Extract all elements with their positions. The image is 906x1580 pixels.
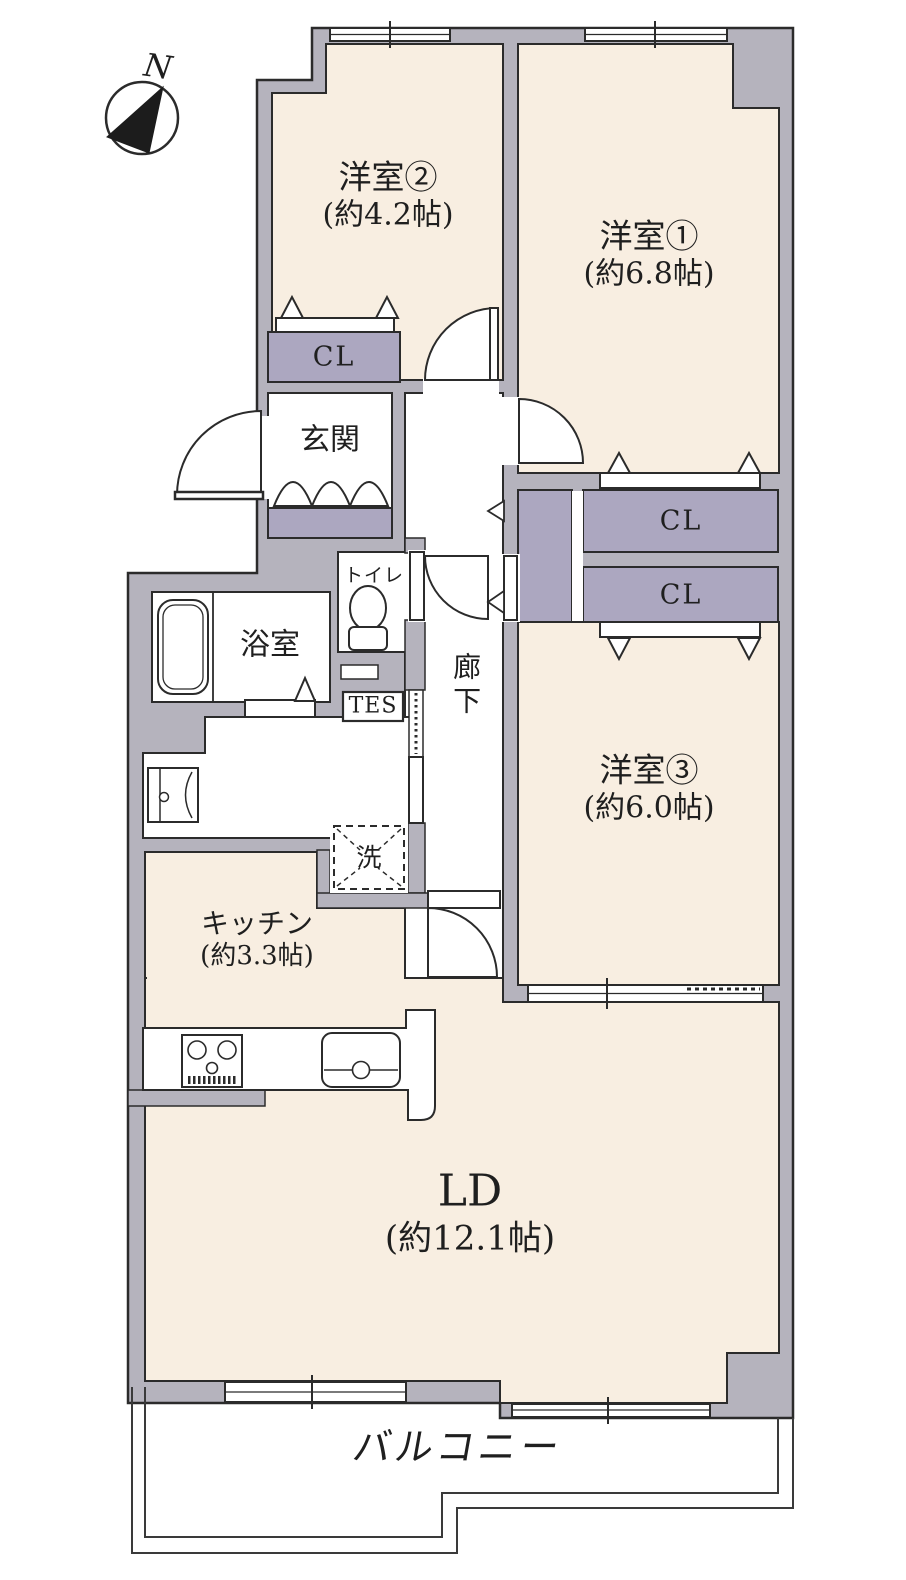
compass-north-label: N: [141, 45, 175, 88]
room3-door-leaf: [503, 555, 518, 621]
laundry-box: [330, 822, 408, 893]
window-ld-left: [224, 1375, 407, 1409]
room2-label: 洋室②(約4.2帖): [322, 157, 454, 233]
closet-side-block: [517, 489, 573, 623]
toilet-door-leaf: [409, 551, 425, 621]
room2-door-leaf: [489, 307, 499, 381]
sliding-door-room3-ld: [527, 978, 764, 1009]
bathroom-door-triangle: [293, 675, 317, 702]
toilet-niche: [340, 664, 379, 680]
sink-icon: [321, 1032, 401, 1088]
stove-icon: [181, 1034, 243, 1088]
laundry-label: 洗: [356, 842, 382, 872]
hallway-label: 廊下: [449, 652, 483, 720]
toilet-icon: [348, 585, 388, 651]
room2-door-arc: [423, 306, 498, 381]
water-heater-box: [341, 690, 405, 723]
opening-marker-2: [486, 589, 505, 615]
front-door-arc: [175, 409, 262, 496]
room1-door-arc: [518, 397, 585, 464]
toilet-door-arc: [423, 555, 489, 621]
bathtub-icon: [157, 599, 209, 695]
closet-room3-label: CL: [659, 579, 703, 611]
wall-patches: [127, 537, 429, 1107]
washroom-sliding-door: [408, 689, 424, 824]
compass: [104, 80, 180, 156]
ld-label: LD(約12.1帖): [384, 1165, 556, 1259]
ld-door-leaf: [427, 890, 501, 909]
kitchen-label: キッチン(約3.3帖): [200, 907, 314, 972]
fixtures: [142, 585, 436, 1121]
entrance-step: [267, 507, 393, 539]
balcony-label: バルコニー: [349, 1424, 567, 1469]
kitchen-floor-patch: [147, 960, 406, 990]
bathroom-door-leaf: [244, 699, 316, 718]
balcony-railing: [131, 1387, 794, 1554]
closet-doors: [275, 294, 762, 662]
entrance-label: 玄関: [300, 422, 360, 458]
vanity-icon: [147, 767, 199, 823]
window-ld-right: [511, 1397, 711, 1424]
window-room1-top: [584, 21, 728, 48]
doors: [173, 306, 585, 978]
room3-floor: [517, 621, 780, 986]
water-heater-label: TES: [348, 693, 398, 719]
closet-room1-label: CL: [659, 505, 703, 537]
closet-room2-label: CL: [312, 341, 356, 373]
windows: [224, 21, 764, 1424]
room3-label: 洋室③(約6.0帖): [583, 750, 715, 826]
room1-label: 洋室①(約6.8帖): [583, 216, 715, 292]
front-door-leaf: [173, 490, 265, 501]
room-floors: [142, 43, 780, 1404]
closet-room2-box: [267, 331, 401, 383]
room1-floor: [517, 43, 780, 474]
opening-marker-1: [486, 499, 505, 523]
closet-room1-box: [582, 489, 779, 553]
entrance-fan-doors: [272, 481, 390, 507]
bathroom-label: 浴室: [240, 627, 300, 663]
compass-needle: [106, 85, 164, 154]
toilet-label: トイレ: [343, 564, 405, 587]
window-room2-top: [329, 21, 451, 48]
